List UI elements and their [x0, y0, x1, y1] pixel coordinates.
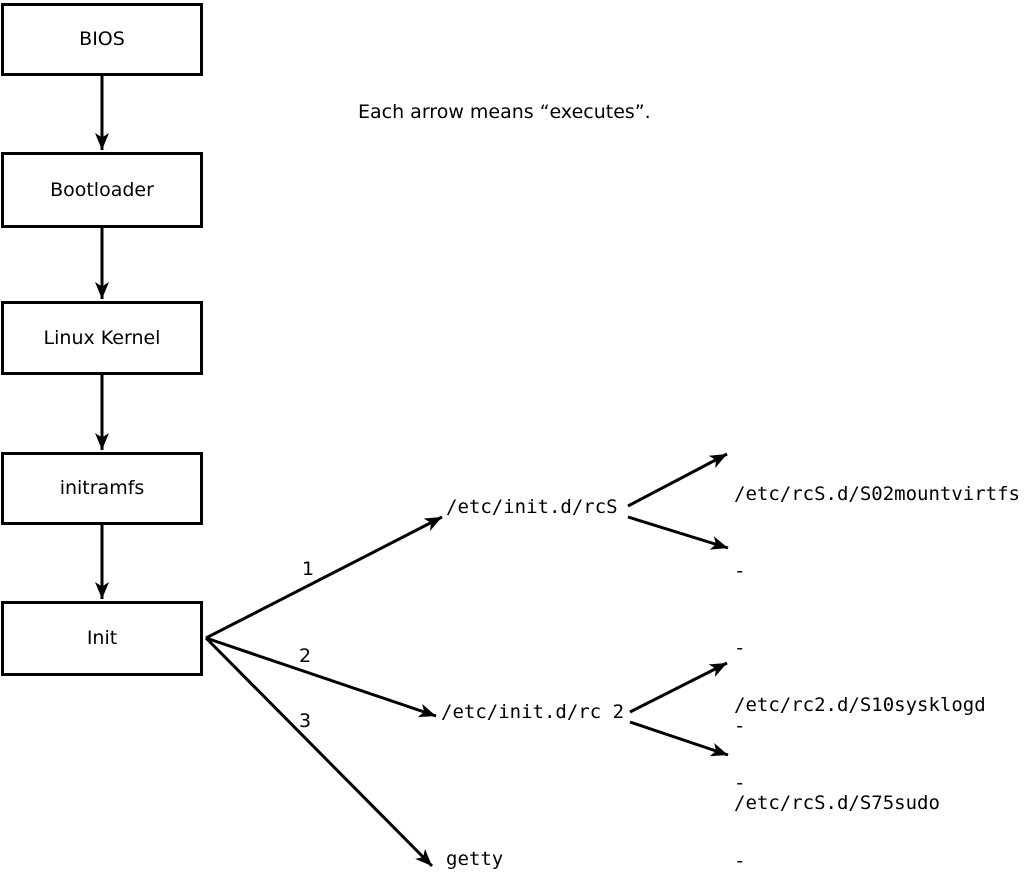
target-etc-initd-rcs: /etc/init.d/rcS [446, 496, 618, 518]
branch-number-2: 2 [299, 645, 312, 667]
rc2-script-s10sysklogd: /etc/rc2.d/S10sysklogd [734, 694, 986, 716]
rcs-script-s02mountvirtfs: /etc/rcS.d/S02mountvirtfs [734, 482, 1020, 505]
box-linux-kernel: Linux Kernel [1, 301, 203, 375]
box-bios: BIOS [1, 3, 203, 76]
box-bootloader-label: Bootloader [50, 178, 154, 201]
rcs-script-ellipsis-dash: - [734, 559, 746, 582]
target-getty: getty [446, 848, 504, 870]
branch-number-3: 3 [299, 710, 312, 732]
arrow-init-to-getty [204, 636, 434, 868]
target-etc-initd-rc2: /etc/init.d/rc 2 [441, 701, 625, 723]
rc2-script-ellipsis-dash: - [734, 772, 746, 794]
box-init-label: Init [86, 627, 118, 649]
arrow-init-to-rc2 [205, 636, 437, 718]
box-init: Init [1, 601, 203, 676]
rcs-script-ellipsis-dash: - [734, 637, 746, 660]
arrow-rcs-to-s75sudo [627, 515, 729, 550]
arrow-meaning-note: Each arrow means “executes”. [358, 101, 651, 123]
rcs-script-ellipsis-dash: - [734, 714, 746, 737]
box-initramfs-label: initramfs [59, 477, 145, 499]
arrow-init-to-rcs [205, 515, 443, 640]
box-bootloader: Bootloader [1, 152, 203, 228]
box-linux-kernel-label: Linux Kernel [43, 326, 161, 349]
rc2-script-list: /etc/rc2.d/S10sysklogd - - - /etc/rc2.d/… [734, 640, 986, 875]
rcs-script-s75sudo: /etc/rcS.d/S75sudo [734, 792, 940, 815]
box-initramfs: initramfs [1, 452, 203, 525]
rc2-script-ellipsis-dash: - [734, 850, 746, 872]
rcs-script-list: /etc/rcS.d/S02mountvirtfs - - - /etc/rcS… [734, 430, 1020, 869]
arrow-rc2-to-s99gdm [629, 720, 729, 757]
box-bios-label: BIOS [79, 28, 125, 50]
arrow-rc2-to-s10sysklogd [629, 661, 728, 714]
arrow-rcs-to-s02mountvirtfs [627, 452, 728, 508]
branch-number-1: 1 [302, 558, 315, 580]
